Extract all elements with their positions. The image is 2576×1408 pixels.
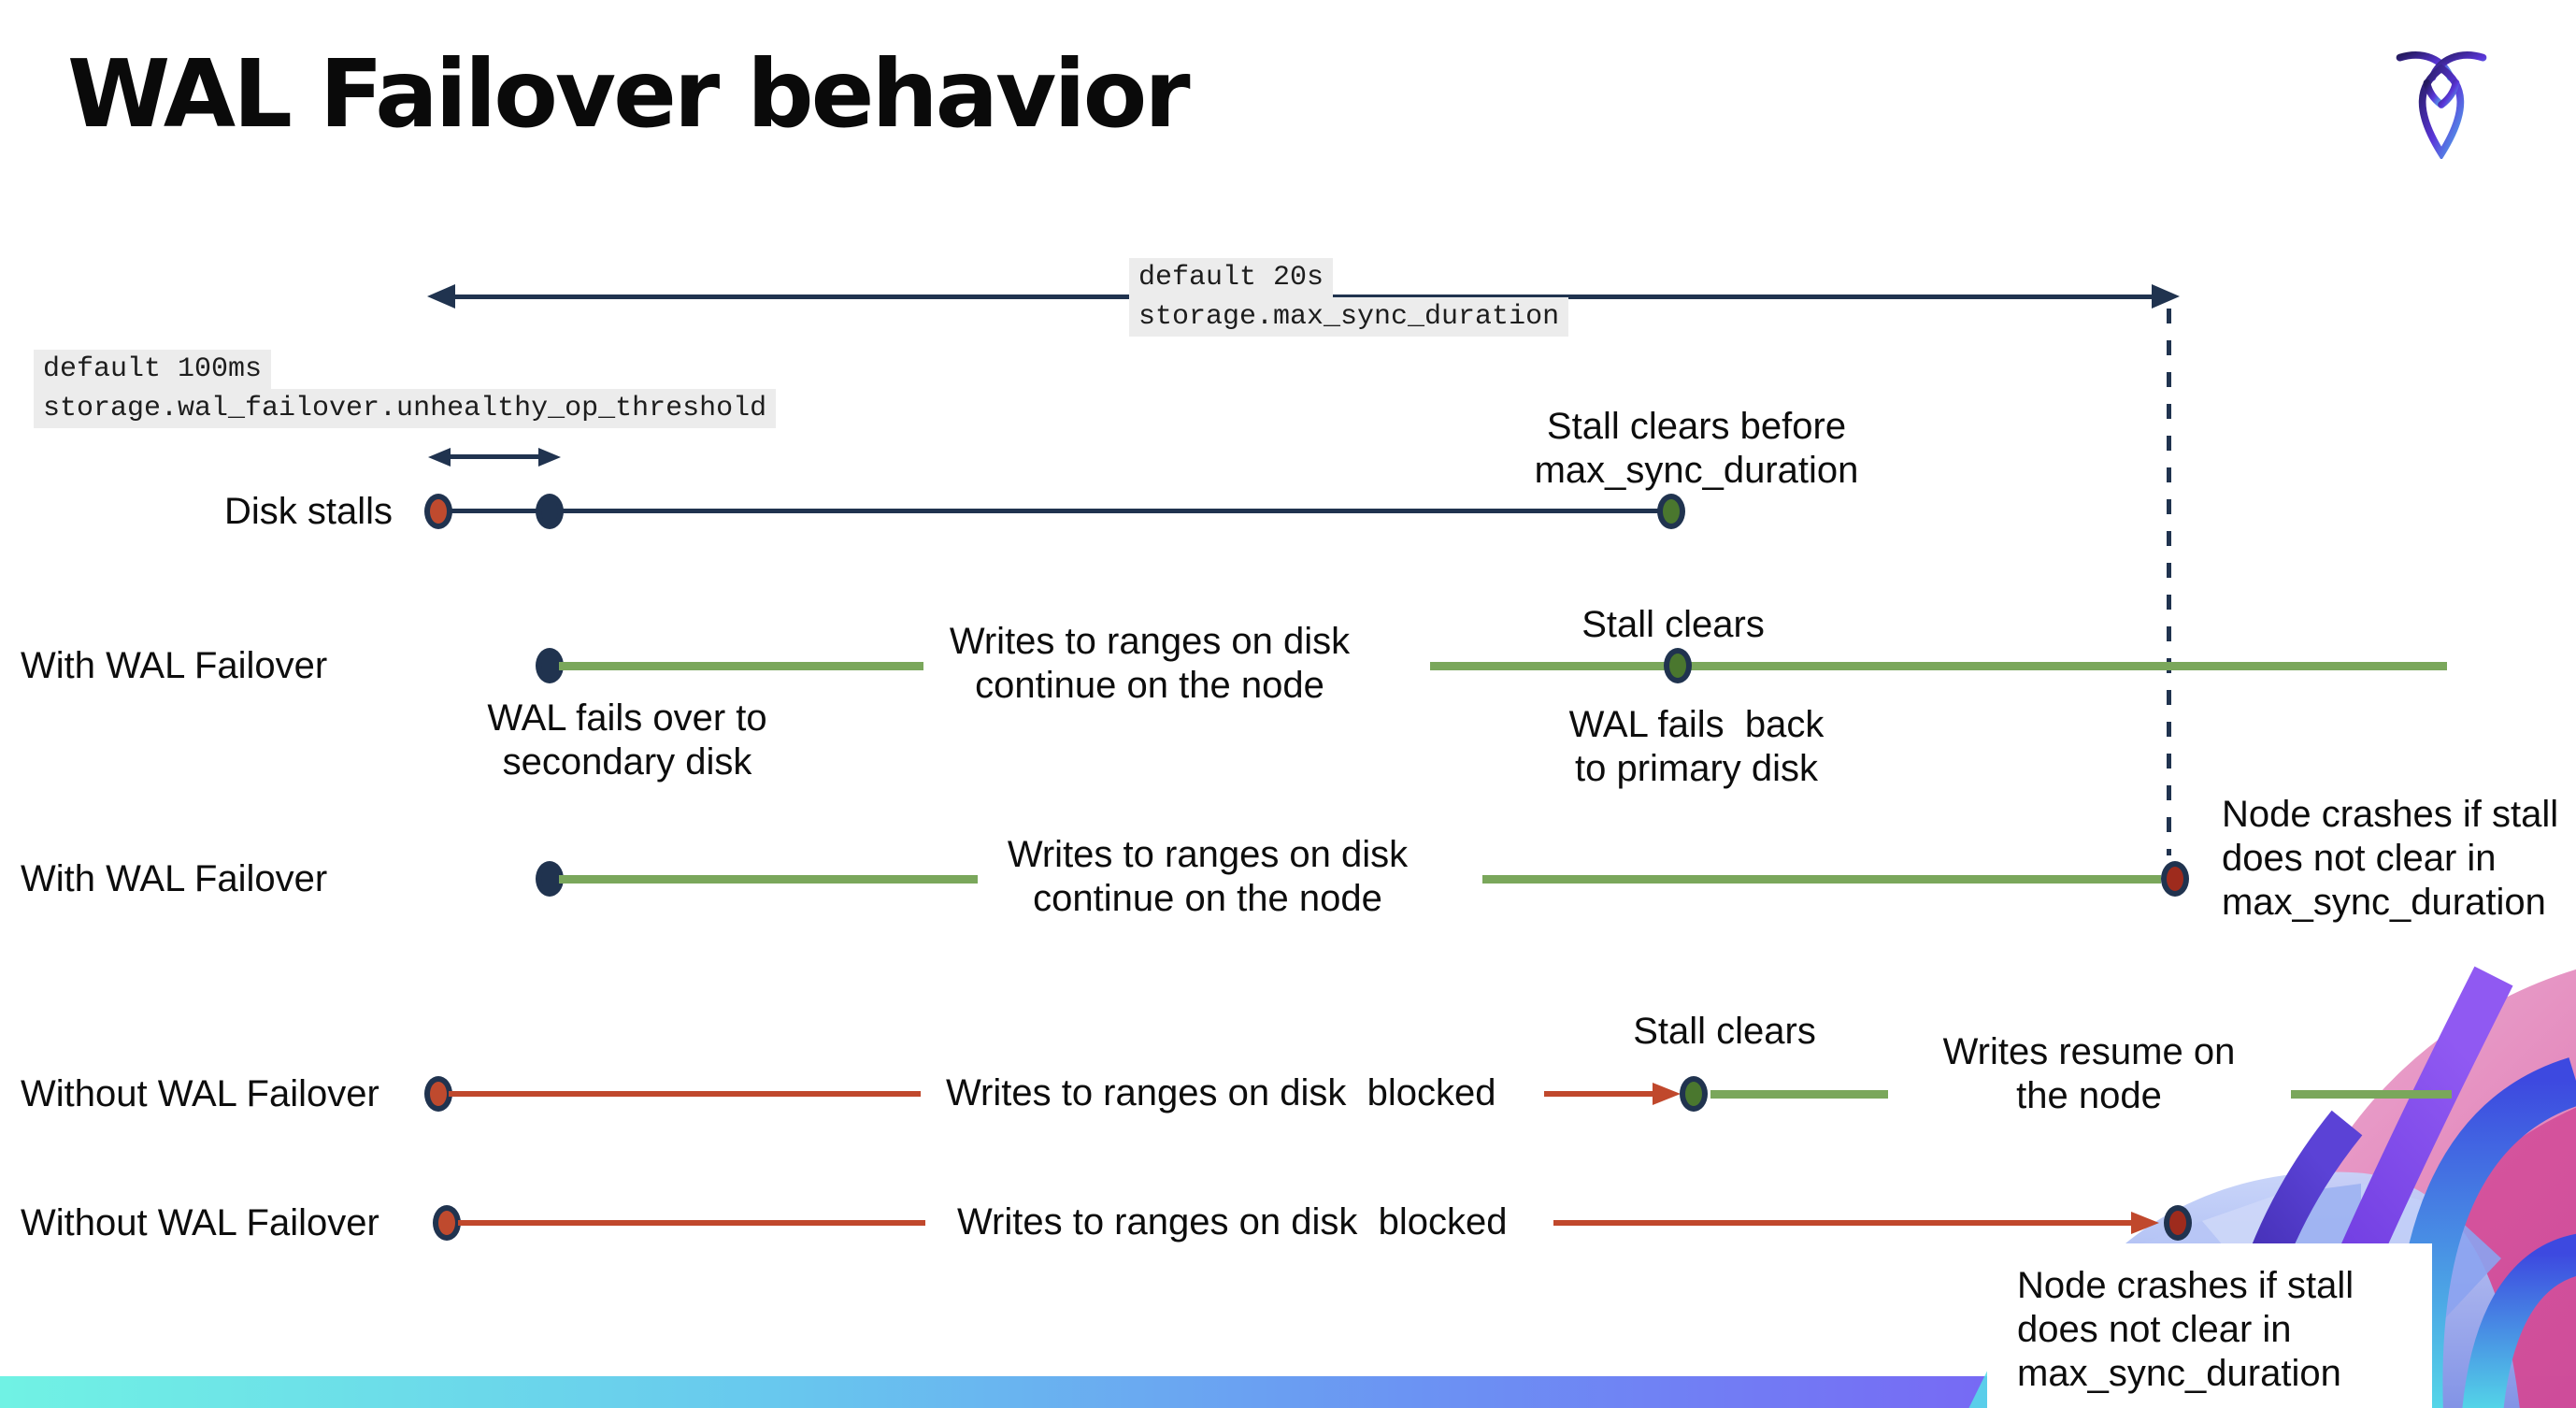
arrowhead-left-icon bbox=[427, 284, 455, 309]
row4-arrowhead-icon bbox=[1653, 1083, 1681, 1105]
row5-crash-line3: max_sync_duration bbox=[2017, 1353, 2341, 1394]
row1-timeline bbox=[439, 509, 1671, 513]
row2-failback-line1: WAL fails back bbox=[1568, 704, 1825, 745]
threshold-arrowhead-left-icon bbox=[428, 448, 451, 467]
page-title: WAL Failover behavior bbox=[67, 39, 1191, 149]
row2-failover-line2: secondary disk bbox=[502, 741, 752, 783]
cockroachdb-logo-icon bbox=[2396, 51, 2487, 159]
max-sync-deadline-dashed-line bbox=[2167, 309, 2171, 855]
row4-blocked-note: Writes to ranges on disk blocked bbox=[946, 1072, 1496, 1113]
row5-crash-line1: Node crashes if stall bbox=[2017, 1265, 2354, 1306]
row2-writes-note: Writes to ranges on disk continue on the… bbox=[935, 620, 1365, 708]
row1-stall-clears-dot bbox=[1657, 494, 1685, 529]
threshold-setting-label: storage.wal_failover.unhealthy_op_thresh… bbox=[34, 389, 777, 428]
row-label-without-wal-failover-2: Without WAL Failover bbox=[21, 1202, 379, 1243]
row5-crash-dot bbox=[2164, 1205, 2192, 1241]
row5-stall-start-dot bbox=[433, 1205, 461, 1241]
crash-note-box bbox=[1987, 1243, 2432, 1408]
row5-crash-note: Node crashes if stall does not clear in … bbox=[2017, 1264, 2410, 1396]
row3-crash-dot bbox=[2161, 861, 2189, 897]
row3-writes-line1: Writes to ranges on disk bbox=[1007, 834, 1409, 875]
row1-note-line1: Stall clears before bbox=[1546, 406, 1847, 447]
row4-resume-line2: the node bbox=[2016, 1075, 2162, 1116]
row2-writes-line2: continue on the node bbox=[975, 665, 1324, 706]
row2-failback-line2: to primary disk bbox=[1574, 748, 1819, 789]
row5-red-line bbox=[458, 1220, 925, 1226]
row4-green-line-b bbox=[2291, 1090, 2452, 1099]
row-label-with-wal-failover-1: With WAL Failover bbox=[21, 645, 328, 686]
row5-arrow-line bbox=[1553, 1220, 2133, 1226]
row2-stall-clears-label: Stall clears bbox=[1581, 604, 1765, 645]
row2-green-line-b bbox=[1430, 662, 2447, 670]
arrowhead-right-icon bbox=[2152, 284, 2180, 309]
row2-writes-line1: Writes to ranges on disk bbox=[949, 621, 1351, 662]
row1-stall-start-dot bbox=[424, 494, 452, 529]
row3-crash-note: Node crashes if stall does not clear in … bbox=[2222, 793, 2576, 925]
threshold-arrow-line bbox=[443, 454, 540, 459]
row2-failover-note: WAL fails over to secondary disk bbox=[440, 697, 814, 784]
row3-green-line-a bbox=[559, 875, 978, 884]
row5-crash-line2: does not clear in bbox=[2017, 1309, 2292, 1350]
max-sync-setting-label: storage.max_sync_duration bbox=[1129, 297, 1569, 337]
row-label-without-wal-failover-1: Without WAL Failover bbox=[21, 1073, 379, 1114]
row2-green-line-a bbox=[559, 662, 923, 670]
row5-arrowhead-icon bbox=[2131, 1212, 2159, 1234]
row1-note: Stall clears before max_sync_duration bbox=[1500, 405, 1893, 493]
row3-writes-line2: continue on the node bbox=[1033, 878, 1382, 919]
threshold-default-label: default 100ms bbox=[34, 350, 272, 389]
row2-failover-line1: WAL fails over to bbox=[487, 697, 767, 739]
row4-stall-clears-dot bbox=[1680, 1076, 1708, 1112]
row3-crash-line1: Node crashes if stall bbox=[2222, 794, 2559, 835]
row-label-disk-stalls: Disk stalls bbox=[223, 491, 393, 532]
threshold-arrowhead-right-icon bbox=[538, 448, 561, 467]
row3-crash-line3: max_sync_duration bbox=[2222, 882, 2546, 923]
row4-arrow-line bbox=[1544, 1091, 1654, 1097]
row3-writes-note: Writes to ranges on disk continue on the… bbox=[993, 833, 1423, 921]
row5-blocked-note: Writes to ranges on disk blocked bbox=[957, 1201, 1508, 1243]
row4-green-line-a bbox=[1710, 1090, 1888, 1099]
row1-threshold-dot bbox=[536, 494, 564, 529]
row2-stall-clears-dot bbox=[1664, 648, 1692, 683]
row-label-with-wal-failover-2: With WAL Failover bbox=[21, 858, 328, 899]
row2-failback-note: WAL fails back to primary disk bbox=[1510, 703, 1883, 791]
row3-green-line-b bbox=[1482, 875, 2161, 884]
row3-crash-line2: does not clear in bbox=[2222, 838, 2497, 879]
row1-note-line2: max_sync_duration bbox=[1534, 450, 1859, 491]
row4-red-line bbox=[449, 1091, 921, 1097]
row4-resume-line1: Writes resume on bbox=[1942, 1031, 2236, 1072]
row4-resume-note: Writes resume on the node bbox=[1911, 1030, 2267, 1118]
max-sync-default-label: default 20s bbox=[1129, 258, 1334, 297]
row4-stall-clears-label: Stall clears bbox=[1633, 1011, 1816, 1052]
